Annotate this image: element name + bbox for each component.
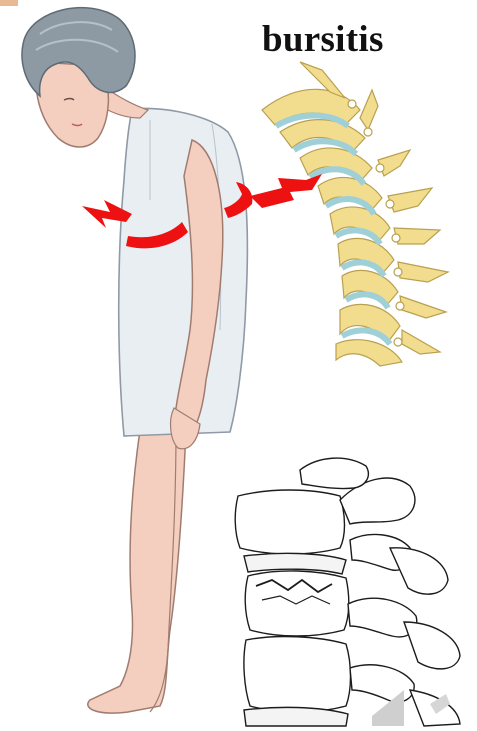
page-title: bursitis: [262, 18, 384, 61]
